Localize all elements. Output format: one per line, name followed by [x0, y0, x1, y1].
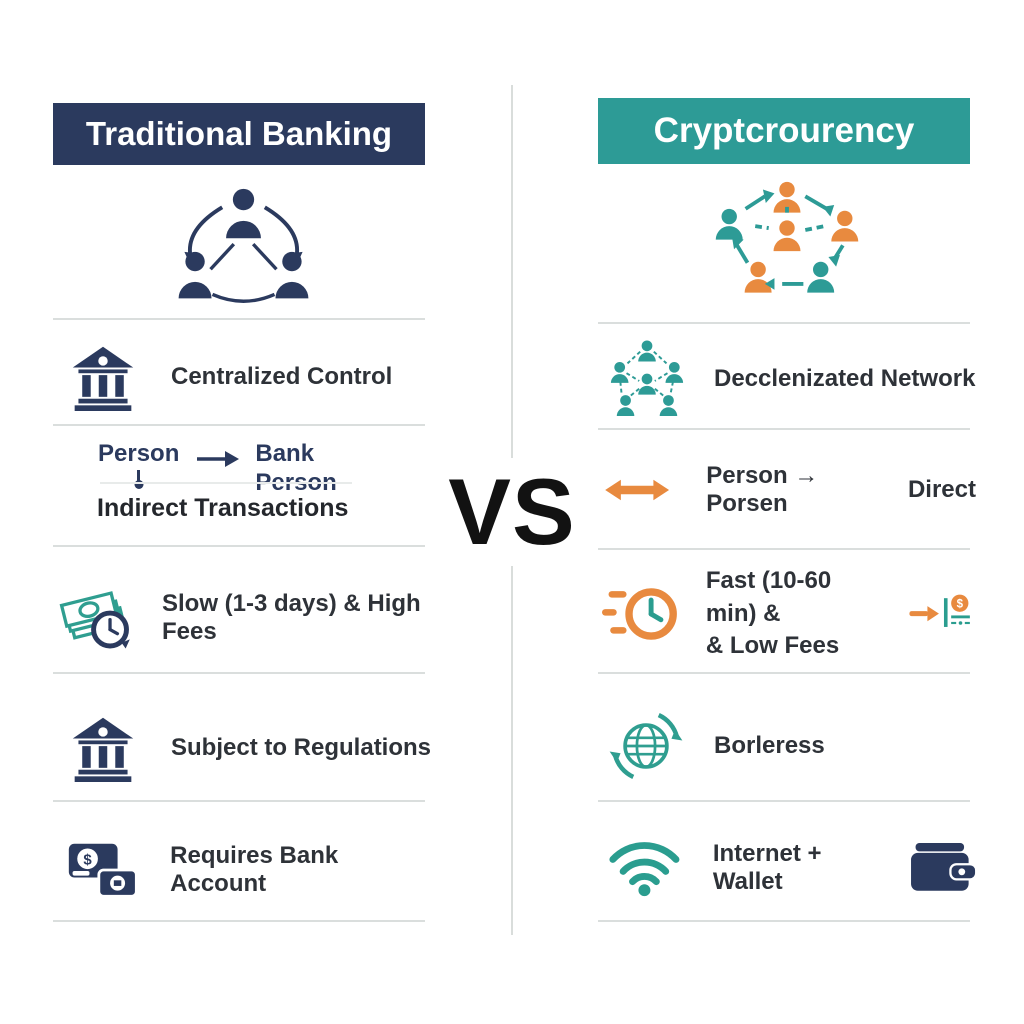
diagram-dropline	[134, 470, 144, 489]
double-arrow-icon	[605, 479, 670, 501]
divider	[53, 920, 425, 922]
row-centralized-control: Centralized Control	[53, 333, 441, 421]
row-slow-high-fees: Slow (1-3 days) & High Fees	[53, 568, 431, 668]
row-borderless: Borleress	[598, 696, 978, 796]
wifi-icon	[609, 842, 680, 897]
row-direct-person-to-person: Person → Porsen Direct	[598, 455, 982, 525]
divider	[53, 800, 425, 802]
row-label: Requires Bank Account	[170, 841, 339, 897]
left-header-banner: Traditional Banking	[53, 103, 425, 165]
centralized-people-icon	[178, 188, 309, 303]
divider	[598, 920, 970, 922]
left-header-title: Traditional Banking	[85, 115, 393, 152]
divider	[598, 322, 970, 324]
diagram-bank-target: Bank Person	[255, 440, 336, 498]
money-clock-icon	[59, 591, 130, 649]
fast-clock-icon	[602, 588, 677, 640]
row-subject-to-regulations: Subject to Regulations	[53, 698, 441, 798]
network-people-icon	[610, 340, 684, 417]
row-decentralized-network: Decclenizated Network	[598, 332, 980, 426]
row-internet-wallet: Internet + Wallet	[598, 818, 984, 918]
globe-icon	[609, 713, 683, 779]
row-label: Borleress	[714, 732, 825, 759]
row-requires-bank-account: $ Requires Bank Account	[53, 822, 437, 917]
vs-label: VS	[432, 458, 592, 567]
row-label: Subject to Regulations	[171, 734, 432, 761]
row-label: Fast (10-60 min) & & Low Fees	[706, 565, 886, 662]
row-label: Slow (1-3 days) & High Fees	[162, 590, 421, 645]
bank-cards-icon: $	[68, 843, 138, 898]
transfer-fee-icon: $	[909, 594, 970, 627]
fast-line1: Fast (10-60 min) &	[705, 567, 832, 627]
row-label: Decclenizated Network	[714, 365, 976, 392]
fast-line2: & Low Fees	[705, 632, 840, 660]
row-fast-low-fees: Fast (10-60 min) & & Low Fees $	[598, 560, 982, 668]
divider	[53, 672, 425, 674]
row-label-indirect-transactions: Indirect Transactions	[97, 494, 349, 522]
bank-icon	[72, 717, 134, 782]
svg-text:$: $	[83, 851, 92, 868]
divider	[53, 318, 425, 320]
row-label-direct: Direct	[907, 476, 976, 503]
diagram-person-source: Person	[98, 440, 180, 489]
diagram-underline	[100, 482, 352, 484]
diagram-bank-label: Bank	[255, 440, 315, 467]
bank-icon	[72, 346, 134, 411]
divider	[53, 424, 425, 426]
divider	[598, 800, 970, 802]
row-label: Internet + Wallet	[712, 840, 822, 895]
wallet-icon	[911, 842, 978, 891]
person-to-bank-diagram: Person Bank Person	[98, 440, 337, 498]
row-label: Centralized Control	[171, 363, 393, 390]
divider	[598, 428, 970, 430]
divider	[598, 548, 970, 550]
decentralized-people-icon	[715, 181, 859, 293]
right-header-banner: Cryptcrourency	[598, 98, 970, 164]
row-label: Person → Porsen	[706, 462, 819, 517]
right-header-title: Cryptcrourency	[653, 111, 915, 150]
divider	[598, 672, 970, 674]
diagram-person-label: Person	[98, 440, 180, 467]
divider	[53, 545, 425, 547]
svg-text:$: $	[956, 599, 963, 611]
arrow-right-icon	[197, 451, 240, 467]
